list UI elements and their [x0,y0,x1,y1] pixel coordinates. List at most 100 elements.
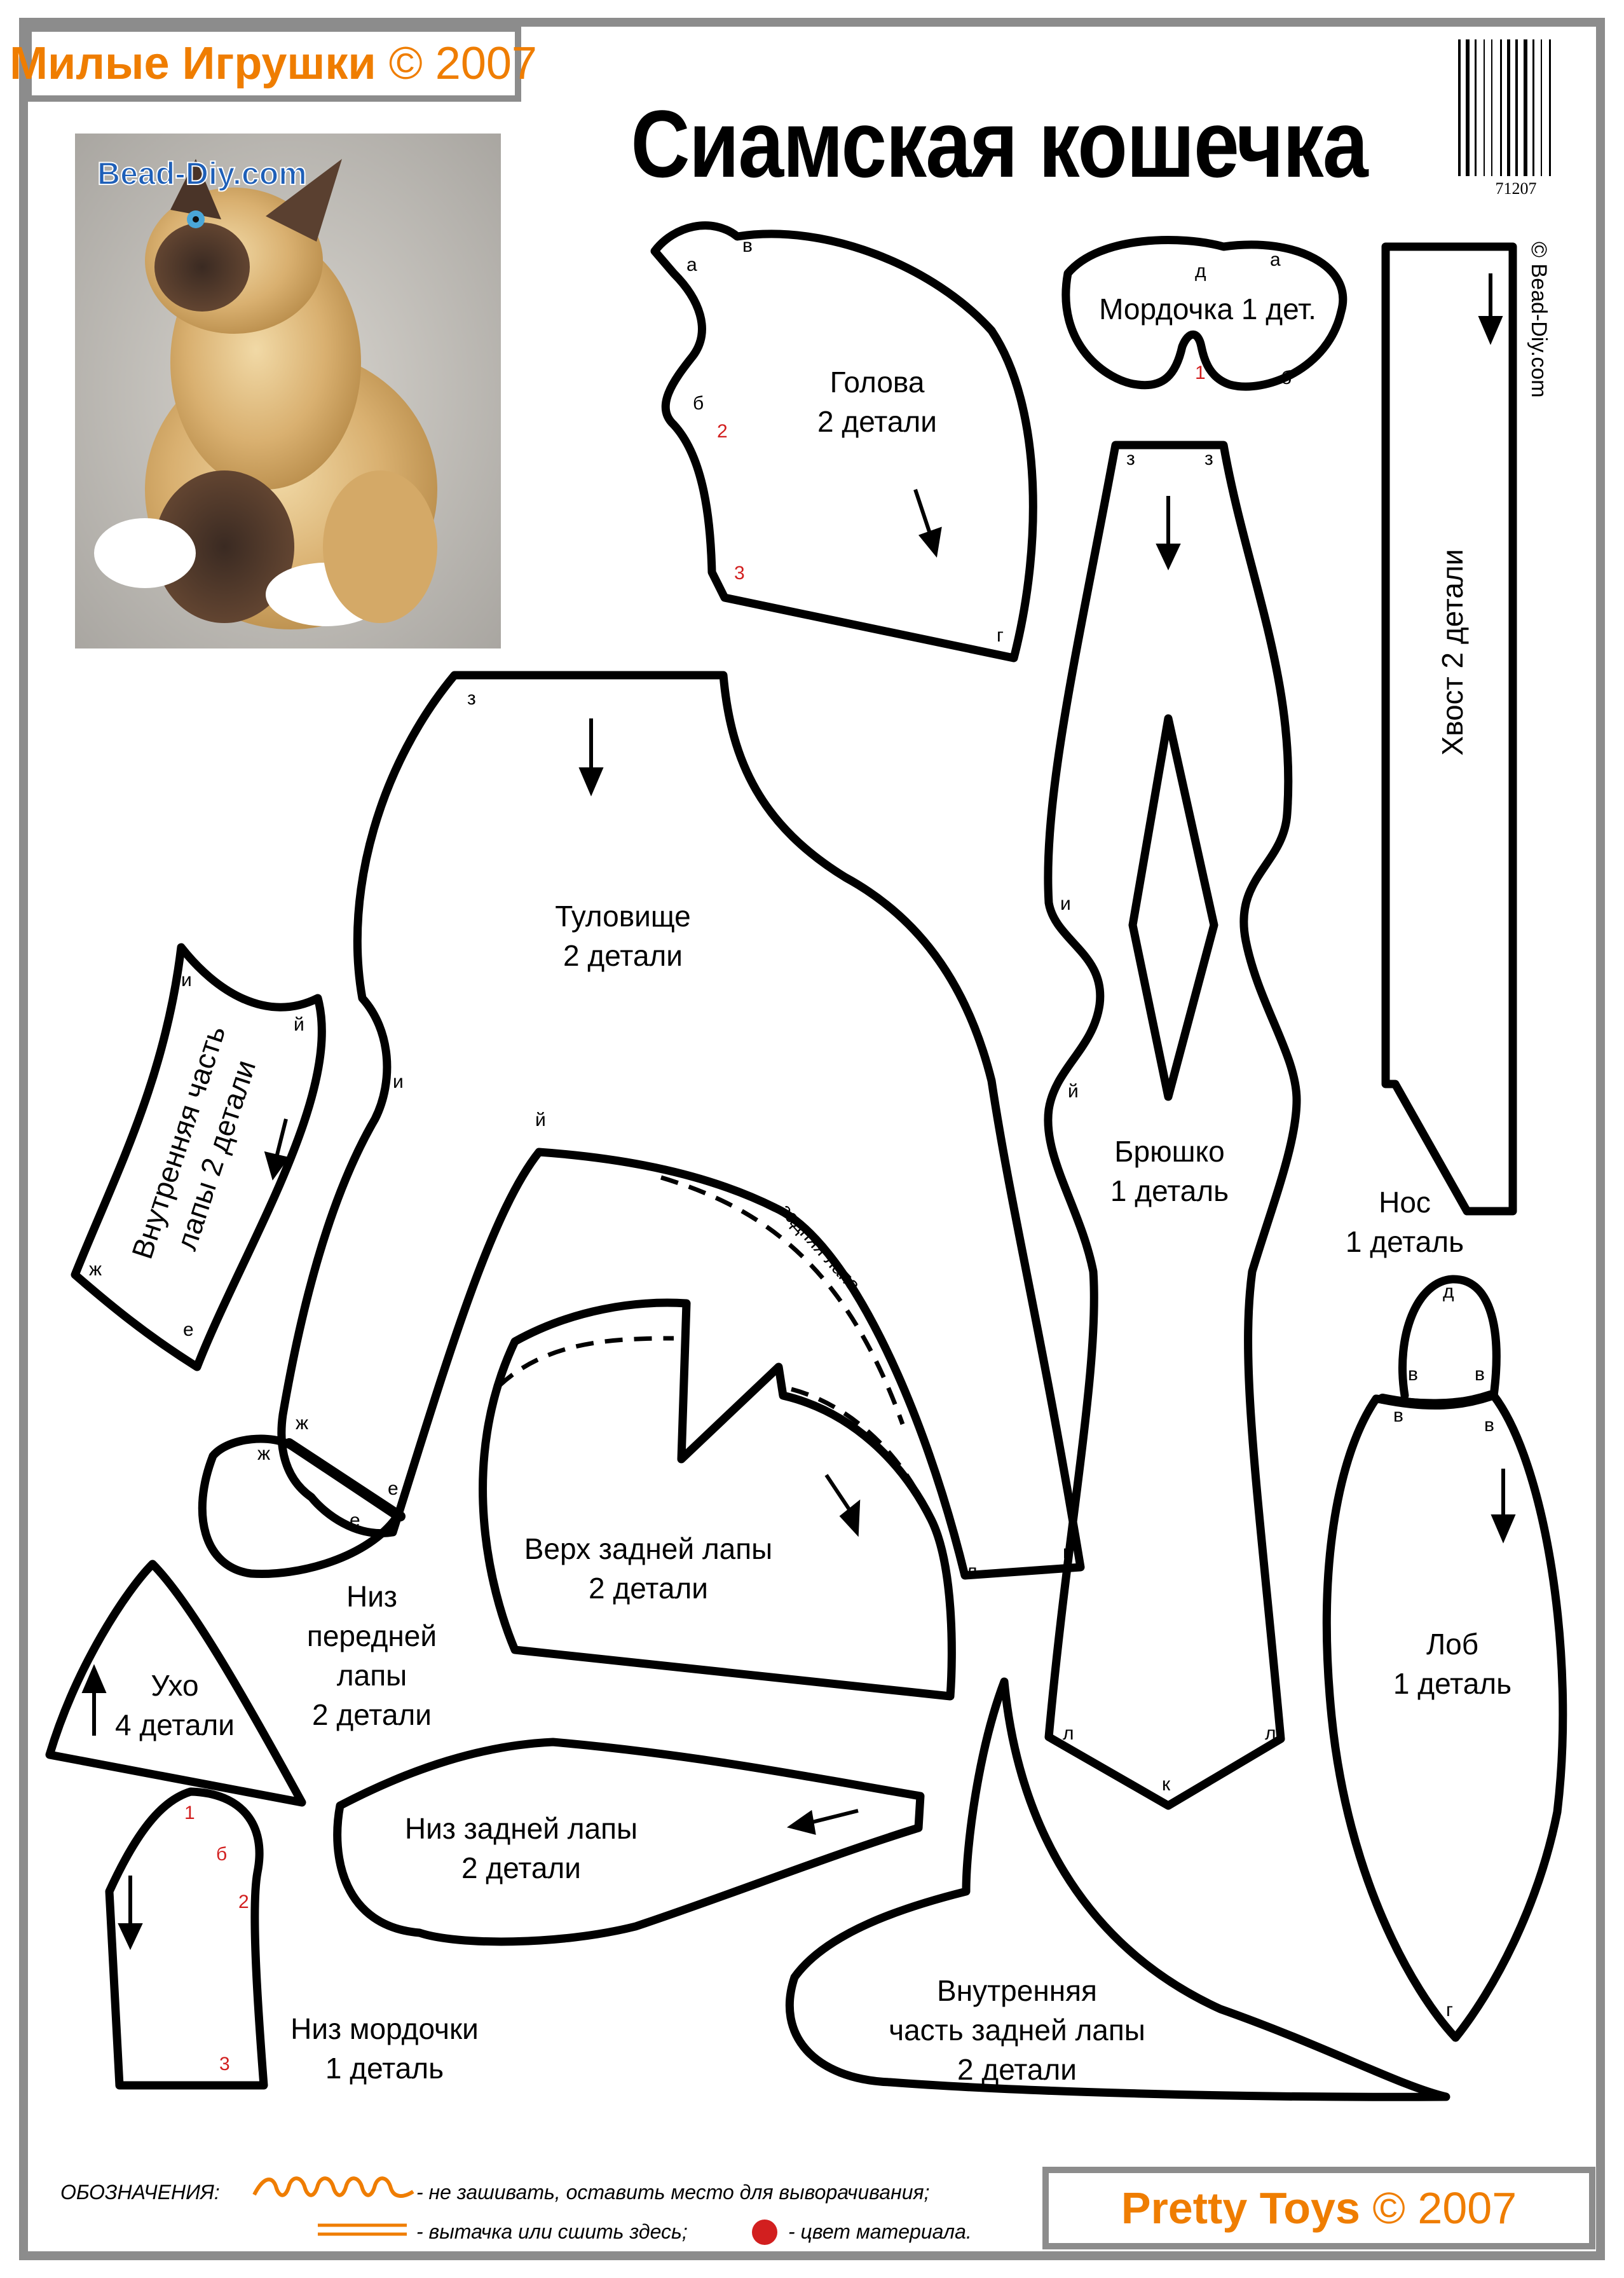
label-front-bottom-1: Низ [346,1580,397,1613]
mark-muzzle-d: д [1195,261,1206,282]
mark-inner-front-e: е [183,1319,194,1340]
mark-body-zh: ж [296,1413,309,1434]
label-body: Туловище 2 детали [521,896,725,975]
cat-photo: Bead-Diy.com [75,134,501,648]
label-forehead-2: 1 деталь [1393,1667,1512,1701]
mark-inner-front-zh: ж [89,1259,102,1280]
piece-inner-hind [785,1677,1450,2101]
piece-tail [1381,242,1517,1216]
legend-title: ОБОЗНАЧЕНИЯ: [60,2181,220,2204]
label-inner-hind-1: Внутренняя [937,1974,1097,2007]
label-front-bottom-2: передней [306,1619,437,1653]
label-belly-2: 1 деталь [1110,1174,1229,1208]
dashed-hind-top-right [791,1387,931,1514]
legend-item-2: - вытачка или сшить здесь; [416,2220,688,2243]
mark-body-e: е [388,1478,399,1499]
label-head: Голова 2 детали [769,362,985,441]
label-nose-2: 1 деталь [1345,1225,1464,1259]
label-chin-2: 1 деталь [325,2052,444,2085]
page-title: Сиамская кошечка [631,90,1368,197]
mark-inner-front-i: и [181,970,192,991]
label-hind-bottom: Низ задней лапы 2 детали [381,1809,661,1888]
piece-hind-top [479,1298,956,1701]
legend-wave-icon [252,2176,414,2198]
mark-forehead-v1: в [1393,1405,1403,1426]
label-nose: Нос 1 деталь [1322,1183,1487,1261]
mark-belly-l1: л [1063,1723,1074,1744]
brand-top-year: © 2007 [388,38,537,89]
piece-inner-front [71,943,326,1371]
piece-head [650,221,1037,662]
label-front-bottom: Низ передней лапы 2 детали [289,1577,454,1734]
barcode-icon [1458,39,1551,176]
mark-body-y: й [535,1109,546,1130]
seam-front-paw [284,1438,406,1521]
mark-body-l: л [966,1561,978,1582]
piece-hind-bottom [333,1738,925,1946]
brand-bottom-year: © 2007 [1372,2183,1517,2233]
label-forehead-1: Лоб [1426,1628,1479,1661]
label-muzzle-1: Мордочка 1 дет. [1099,292,1316,326]
belly-dart [1128,714,1218,1101]
mark-body-k: к [1063,1542,1072,1563]
mark-chin-2: 2 [238,1891,249,1912]
label-front-bottom-3: лапы [336,1659,407,1692]
label-nose-1: Нос [1379,1186,1431,1219]
label-chin-1: Низ мордочки [290,2012,479,2045]
mark-muzzle-1: 1 [1195,362,1206,383]
label-inner-hind: Внутренняя часть задней лапы 2 детали [839,1971,1195,2089]
mark-chin-3: 3 [219,2054,230,2075]
mark-front-zh: ж [257,1443,271,1464]
brand-top-name: Милые Игрушки [10,38,376,89]
mark-body-i: и [393,1071,404,1092]
label-body-1: Туловище [555,900,691,933]
mark-inner-front-y: й [294,1014,304,1035]
brand-bottom: Pretty Toys © 2007 [1042,2167,1595,2249]
mark-belly-i: и [1060,893,1071,914]
label-hind-top-2: 2 детали [589,1572,708,1605]
piece-body [277,671,1085,1580]
label-body-2: 2 детали [563,939,683,973]
mark-nose-v1: в [1408,1364,1418,1385]
legend-item-3: - цвет материала. [788,2220,972,2243]
label-chin: Низ мордочки 1 деталь [264,2009,505,2088]
label-head-1: Голова [829,366,925,399]
mark-forehead-v2: в [1484,1415,1494,1436]
piece-ear [45,1560,306,1807]
mark-belly-l2: л [1265,1723,1276,1744]
label-forehead: Лоб 1 деталь [1360,1624,1545,1703]
label-ear: Ухо 4 детали [95,1666,254,1745]
legend-red-dot-icon [752,2220,777,2245]
label-front-bottom-4: 2 детали [312,1698,432,1732]
mark-body-z: з [467,688,476,709]
label-inner-hind-3: 2 детали [957,2053,1077,2087]
photo-watermark: Bead-Diy.com [97,156,307,191]
mark-chin-1: 1 [184,1802,195,1823]
label-ear-2: 4 детали [115,1708,235,1742]
brand-top: Милые Игрушки © 2007 [10,25,537,102]
label-hind-top: Верх задней лапы 2 детали [502,1529,795,1608]
mark-nose-d: д [1443,1281,1454,1302]
piece-nose [1398,1275,1501,1400]
label-belly-1: Брюшко [1114,1135,1225,1168]
mark-head-2: 2 [717,421,728,442]
brand-bottom-name: Pretty Toys [1121,2183,1360,2233]
mark-head-3: 3 [734,563,745,584]
dashed-hind-body [660,1175,905,1425]
label-head-2: 2 детали [817,405,937,439]
mark-belly-y: й [1068,1081,1079,1102]
mark-chin-b: б [216,1844,228,1865]
label-hind-bottom-1: Низ задней лапы [404,1812,638,1845]
mark-front-e: е [350,1510,360,1531]
piece-muzzle [1061,236,1348,391]
mark-forehead-g: г [1446,2000,1453,2021]
seam-nose-forehead [1377,1390,1496,1410]
label-inner-hind-2: часть задней лапы [889,2014,1145,2047]
mark-belly-k: к [1162,1774,1171,1795]
label-tail-1: Хвост 2 детали [1435,549,1469,756]
mark-belly-z2: з [1204,448,1213,469]
dashed-hind-top-left [497,1336,674,1388]
mark-head-a: а [686,254,697,275]
